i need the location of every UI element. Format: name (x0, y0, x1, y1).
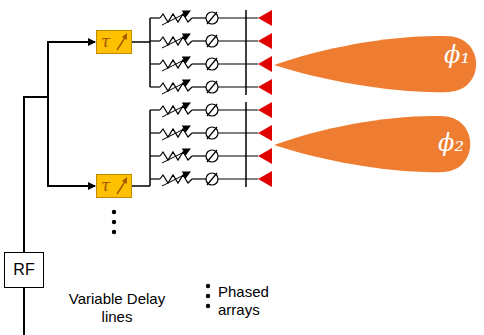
antenna-element (258, 79, 272, 95)
drawing-stroke (207, 150, 217, 162)
variable-delay-box: τ (96, 30, 132, 54)
phase-shifter (206, 127, 218, 139)
ellipsis-dot (206, 294, 210, 298)
attenuator-arrow (162, 126, 190, 140)
drawing-stroke (192, 86, 206, 87)
attenuator-arrow (162, 80, 190, 94)
drawing-stroke (218, 109, 258, 110)
tunable-arrow (115, 176, 129, 196)
drawing-stroke (218, 178, 258, 179)
phase-shifter (206, 104, 218, 116)
feed-bus (149, 18, 151, 87)
attenuator-arrow (162, 34, 190, 48)
attenuator-arrow (162, 172, 190, 186)
drawing-stroke (218, 132, 258, 133)
drawing-stroke (207, 58, 217, 70)
drawing-stroke (192, 178, 206, 179)
phase-shifter (206, 150, 218, 162)
phase-shifter (206, 35, 218, 47)
ellipsis-dot (112, 210, 116, 214)
drawing-stroke (192, 63, 206, 64)
ellipsis-dot (112, 220, 116, 224)
drawing-stroke (192, 40, 206, 41)
drawing-stroke (218, 155, 258, 156)
drawing-stroke (207, 12, 217, 24)
drawing-stroke (218, 40, 258, 41)
drawing-stroke (207, 35, 217, 47)
delay-symbol: τ (101, 31, 110, 52)
rf-trunk (23, 288, 25, 335)
delay-output-wire (132, 185, 150, 187)
antenna-element (258, 125, 272, 141)
drawing-stroke (192, 132, 206, 133)
drawing-stroke (150, 132, 160, 133)
rf-source-box: RF (4, 252, 44, 288)
array-bus (245, 10, 247, 95)
drawing-stroke (207, 127, 217, 139)
drawing-stroke (150, 109, 160, 110)
drawing-stroke (150, 40, 160, 41)
attenuator-arrow (162, 103, 190, 117)
antenna-element (258, 102, 272, 118)
phase-shifter (206, 12, 218, 24)
ellipsis-dot (206, 284, 210, 288)
feed-connector (24, 42, 95, 252)
delay-symbol: τ (101, 175, 110, 196)
drawing-stroke (150, 86, 160, 87)
drawing-stroke (150, 17, 160, 18)
drawing-stroke (207, 104, 217, 116)
drawing-stroke (218, 17, 258, 18)
phase-shifter (206, 58, 218, 70)
drawing-stroke (150, 63, 160, 64)
drawing-stroke (207, 173, 217, 185)
beam-angle-label: ϕ₂ (438, 128, 464, 158)
phase-shifter (206, 81, 218, 93)
feed-connector (24, 97, 95, 252)
drawing-stroke (150, 178, 160, 179)
ellipsis-dot (112, 230, 116, 234)
drawing-stroke (150, 155, 160, 156)
drawing-stroke (218, 63, 258, 64)
beam-lobe: ϕ₁ (274, 32, 480, 94)
variable-delay-box: τ (96, 174, 132, 198)
phase-shifter (206, 173, 218, 185)
drawing-stroke (192, 155, 206, 156)
antenna-element (258, 56, 272, 72)
attenuator-arrow (162, 57, 190, 71)
rf-label: RF (13, 261, 34, 279)
antenna-element (258, 171, 272, 187)
feed-bus (149, 110, 151, 186)
drawing-stroke (218, 86, 258, 87)
array-bus (245, 102, 247, 187)
drawing-stroke (192, 109, 206, 110)
delay-lines-label: Variable Delay lines (58, 290, 176, 326)
delay-output-wire (132, 41, 150, 43)
antenna-element (258, 33, 272, 49)
tunable-arrow (115, 32, 129, 52)
attenuator-arrow (162, 149, 190, 163)
drawing-stroke (192, 17, 206, 18)
antenna-element (258, 10, 272, 26)
attenuator-arrow (162, 11, 190, 25)
beam-lobe: ϕ₂ (274, 112, 474, 174)
phased-arrays-label: Phased arrays (218, 283, 284, 319)
beam-angle-label: ϕ₁ (444, 40, 470, 70)
antenna-element (258, 148, 272, 164)
ellipsis-dot (206, 304, 210, 308)
drawing-stroke (207, 81, 217, 93)
